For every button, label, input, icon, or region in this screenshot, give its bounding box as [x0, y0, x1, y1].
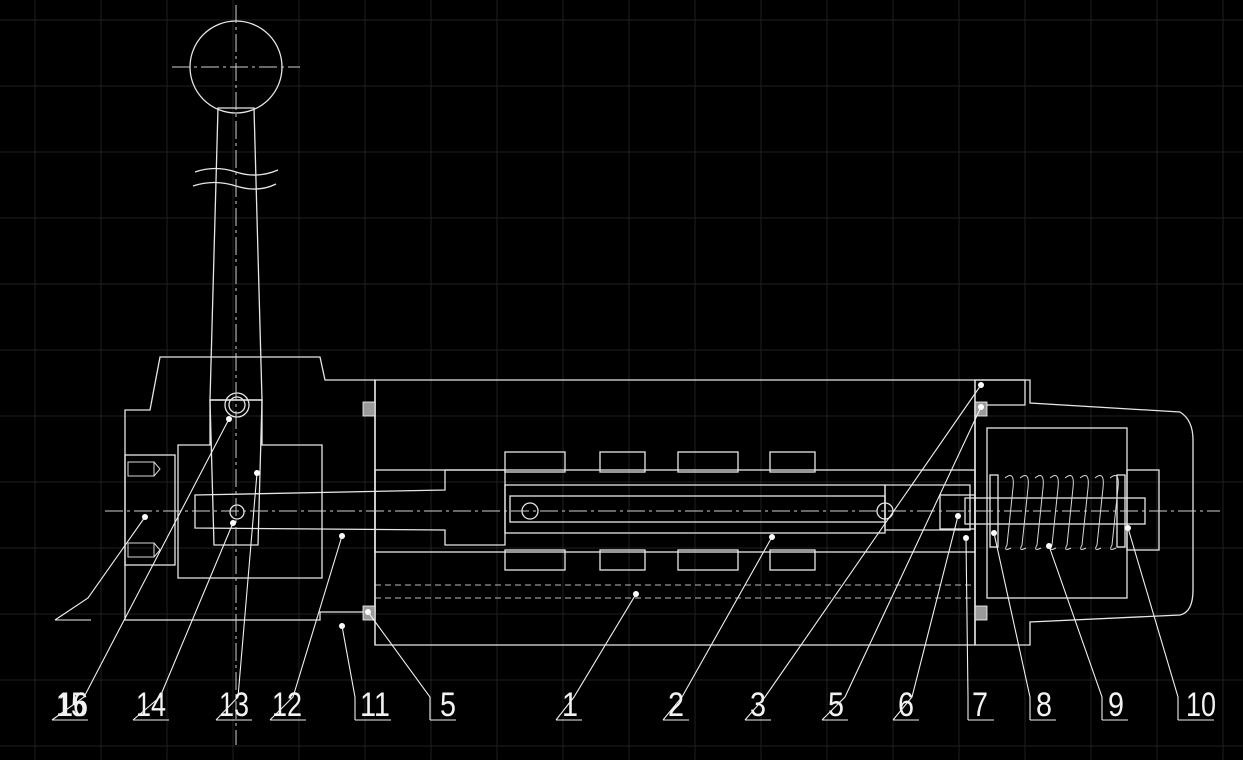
spring-coil [1019, 475, 1029, 550]
callout-label: 3 [750, 686, 766, 724]
spring-coil [1049, 475, 1059, 550]
spring-coil [1004, 475, 1014, 550]
callout-c5b[interactable]: 5 [821, 404, 984, 724]
callout-c9[interactable]: 9 [1046, 543, 1128, 724]
callout-c11[interactable]: 11 [339, 623, 391, 724]
callout-label: 10 [1186, 686, 1216, 724]
spring-coil [1079, 475, 1089, 550]
leader-line [54, 516, 146, 621]
callout-label: 2 [668, 686, 684, 724]
callout-c3[interactable]: 3 [744, 382, 984, 724]
leader-line [744, 384, 982, 721]
callout-c10[interactable]: 10 [1125, 525, 1216, 724]
callout-c13[interactable]: 13 [215, 470, 260, 724]
callout-c12[interactable]: 12 [269, 533, 345, 724]
callout-c5a[interactable]: 5 [365, 609, 456, 724]
leader-line [965, 537, 969, 720]
leader-line [1048, 545, 1103, 720]
spring-coil [1109, 475, 1119, 550]
callout-label: 8 [1036, 686, 1052, 724]
leader-line [51, 418, 230, 721]
callout-c2[interactable]: 2 [662, 534, 775, 724]
leader-line [269, 535, 343, 721]
callout-c8[interactable]: 8 [991, 530, 1056, 724]
return-spring-coils [1004, 475, 1119, 550]
leader-line [215, 472, 258, 721]
callout-c7[interactable]: 7 [963, 535, 994, 724]
leader-line [892, 515, 959, 721]
callout-label: 1 [562, 686, 578, 724]
spool [194, 469, 976, 546]
main-valve-body [362, 379, 1026, 646]
callout-c6[interactable]: 6 [892, 513, 961, 724]
callout-label: 5 [440, 686, 456, 724]
spring-coil [1064, 475, 1074, 550]
leader-line [662, 536, 773, 721]
leader-line [821, 406, 982, 721]
leader-line [367, 611, 431, 720]
leader-line [132, 522, 234, 721]
centerlines [105, 5, 1220, 745]
callout-c15[interactable]: 15 [51, 416, 232, 724]
callout-label: 12 [272, 686, 302, 724]
left-housing [124, 356, 376, 621]
leader-line [555, 593, 637, 721]
leader-line [1127, 527, 1179, 720]
spring-coil [1034, 475, 1044, 550]
callout-label: 7 [972, 686, 988, 724]
spring-coil [1094, 475, 1104, 550]
leader-line [993, 532, 1031, 720]
callout-c14[interactable]: 14 [132, 520, 236, 724]
spring-housing [964, 379, 1194, 646]
leader-line [341, 625, 356, 720]
callout-label: 11 [360, 686, 390, 724]
callout-label: 14 [136, 686, 166, 724]
callout-label: 13 [219, 686, 249, 724]
callout-c1[interactable]: 1 [555, 591, 639, 724]
callout-label: 6 [898, 686, 914, 724]
callout-label: 9 [1108, 686, 1124, 724]
callout-label: 15 [56, 686, 86, 724]
callout-label: 5 [828, 686, 844, 724]
